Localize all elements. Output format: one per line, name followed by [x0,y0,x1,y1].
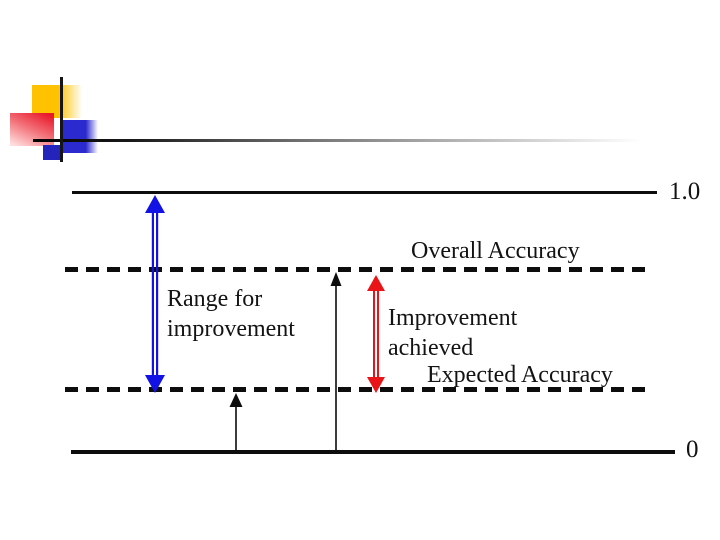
range-arrow-head-bottom [145,375,165,393]
axis-value-top: 1.0 [669,178,701,205]
overall-accuracy-dashed-line [65,267,650,272]
expected-accuracy-dashed-line [65,387,650,392]
decoration-blue-square [62,120,98,153]
bottom-accuracy-line [71,450,675,454]
overall-accuracy-label: Overall Accuracy [411,238,580,264]
expected-accuracy-label: Expected Accuracy [427,362,613,388]
overall-pointer-arrow-shaft [335,284,337,452]
improvement-arrow-shaft-right [377,290,379,378]
range-double-arrow [145,195,165,393]
range-arrow-head-top [145,195,165,213]
range-for-improvement-label: Range for improvement [167,286,295,342]
overall-accuracy-pointer-arrow [330,272,342,452]
decoration-navy-square [43,145,60,160]
improvement-arrow-head-top [367,275,385,291]
axis-value-bottom: 0 [686,436,699,463]
improvement-achieved-label: Improvement achieved [388,305,518,361]
overall-pointer-arrow-head [330,272,342,286]
range-arrow-shaft-right [156,212,159,376]
decoration-yellow-square [32,85,82,118]
range-arrow-shaft-left [151,212,154,376]
expected-pointer-arrow-shaft [235,405,237,452]
expected-accuracy-pointer-arrow [229,393,243,452]
top-accuracy-line [72,191,657,194]
decoration-horizontal-rule [33,139,660,142]
improvement-arrow-head-bottom [367,377,385,393]
decoration-vertical-rule [60,77,63,162]
improvement-double-arrow [367,275,385,393]
expected-pointer-arrow-head [229,393,243,407]
improvement-arrow-shaft-left [373,290,375,378]
